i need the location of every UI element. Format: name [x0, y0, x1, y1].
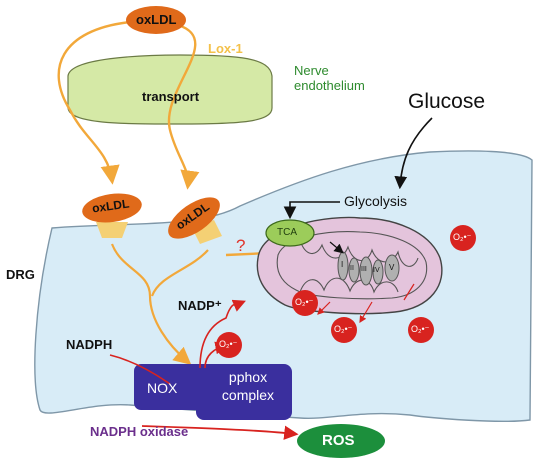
receptor-left: [96, 222, 128, 238]
complex-label-2: II: [350, 265, 354, 272]
glycolysis-to-tca-arrow: [283, 201, 340, 220]
nadph-to-nadp-arrow: [199, 299, 246, 369]
superoxide-label-2: O₂•⁻: [295, 297, 314, 307]
superoxide-label-1: O₂•⁻: [453, 232, 472, 242]
superoxide-label-4: O₂•⁻: [411, 324, 430, 334]
superoxide-1: [450, 225, 476, 251]
complex-label-1: I: [341, 260, 344, 269]
drg-label: DRG: [6, 267, 35, 282]
oxldl-right-merge: [150, 249, 209, 297]
superoxide-label-3: O₂•⁻: [334, 324, 353, 334]
mito-superoxide-arrow-3: [403, 283, 415, 301]
transport-shape: [67, 54, 273, 125]
nox-to-ros-arrow: [141, 425, 299, 440]
complex-label-3: III: [361, 266, 367, 273]
oxldl-path-left: [57, 20, 131, 185]
nadph-label: NADPH: [66, 337, 113, 352]
oxldl-left-capsule: [82, 193, 142, 223]
nox-box: [134, 364, 210, 410]
complex-label-5: V: [389, 263, 395, 272]
tca-label: TCA: [277, 227, 297, 238]
nerve-endothelium-label: Nerve endothelium: [294, 63, 365, 93]
superoxide-4: [408, 317, 434, 343]
oxldl-to-nox-arrow: [110, 243, 192, 365]
superoxide-5: [216, 332, 242, 358]
oxldl-top-capsule: [126, 6, 186, 34]
nadph-oxidase-label: NADPH oxidase: [90, 424, 189, 439]
oxldl-top-label: oxLDL: [136, 12, 177, 27]
pphox-box: [196, 364, 292, 420]
tca-ellipse: [265, 219, 315, 247]
oxldl-right-capsule: [168, 197, 220, 239]
superoxide-2: [292, 290, 318, 316]
complex-label-4: IV: [373, 267, 380, 274]
nadp-plus-label: NADP⁺: [178, 298, 222, 313]
ros-ellipse: [297, 424, 385, 458]
pphox-complex-label: pphox complex: [221, 369, 275, 403]
ros-label: ROS: [322, 432, 355, 449]
mito-superoxide-arrow-2: [359, 301, 373, 324]
glucose-label: Glucose: [408, 90, 486, 113]
nadph-line: [109, 354, 171, 385]
mito-superoxide-arrow-1: [317, 301, 331, 315]
glycolysis-label: Glycolysis: [344, 193, 408, 209]
lox1-label: Lox-1: [208, 41, 243, 56]
question-mark: ?: [236, 236, 246, 255]
nox-label: NOX: [147, 380, 178, 396]
superoxide-3: [331, 317, 357, 343]
oxldl-path-right: [167, 23, 200, 190]
transport-label: transport: [142, 89, 200, 104]
glucose-arrow: [394, 117, 433, 190]
superoxide-label-5: O₂•⁻: [219, 339, 238, 349]
